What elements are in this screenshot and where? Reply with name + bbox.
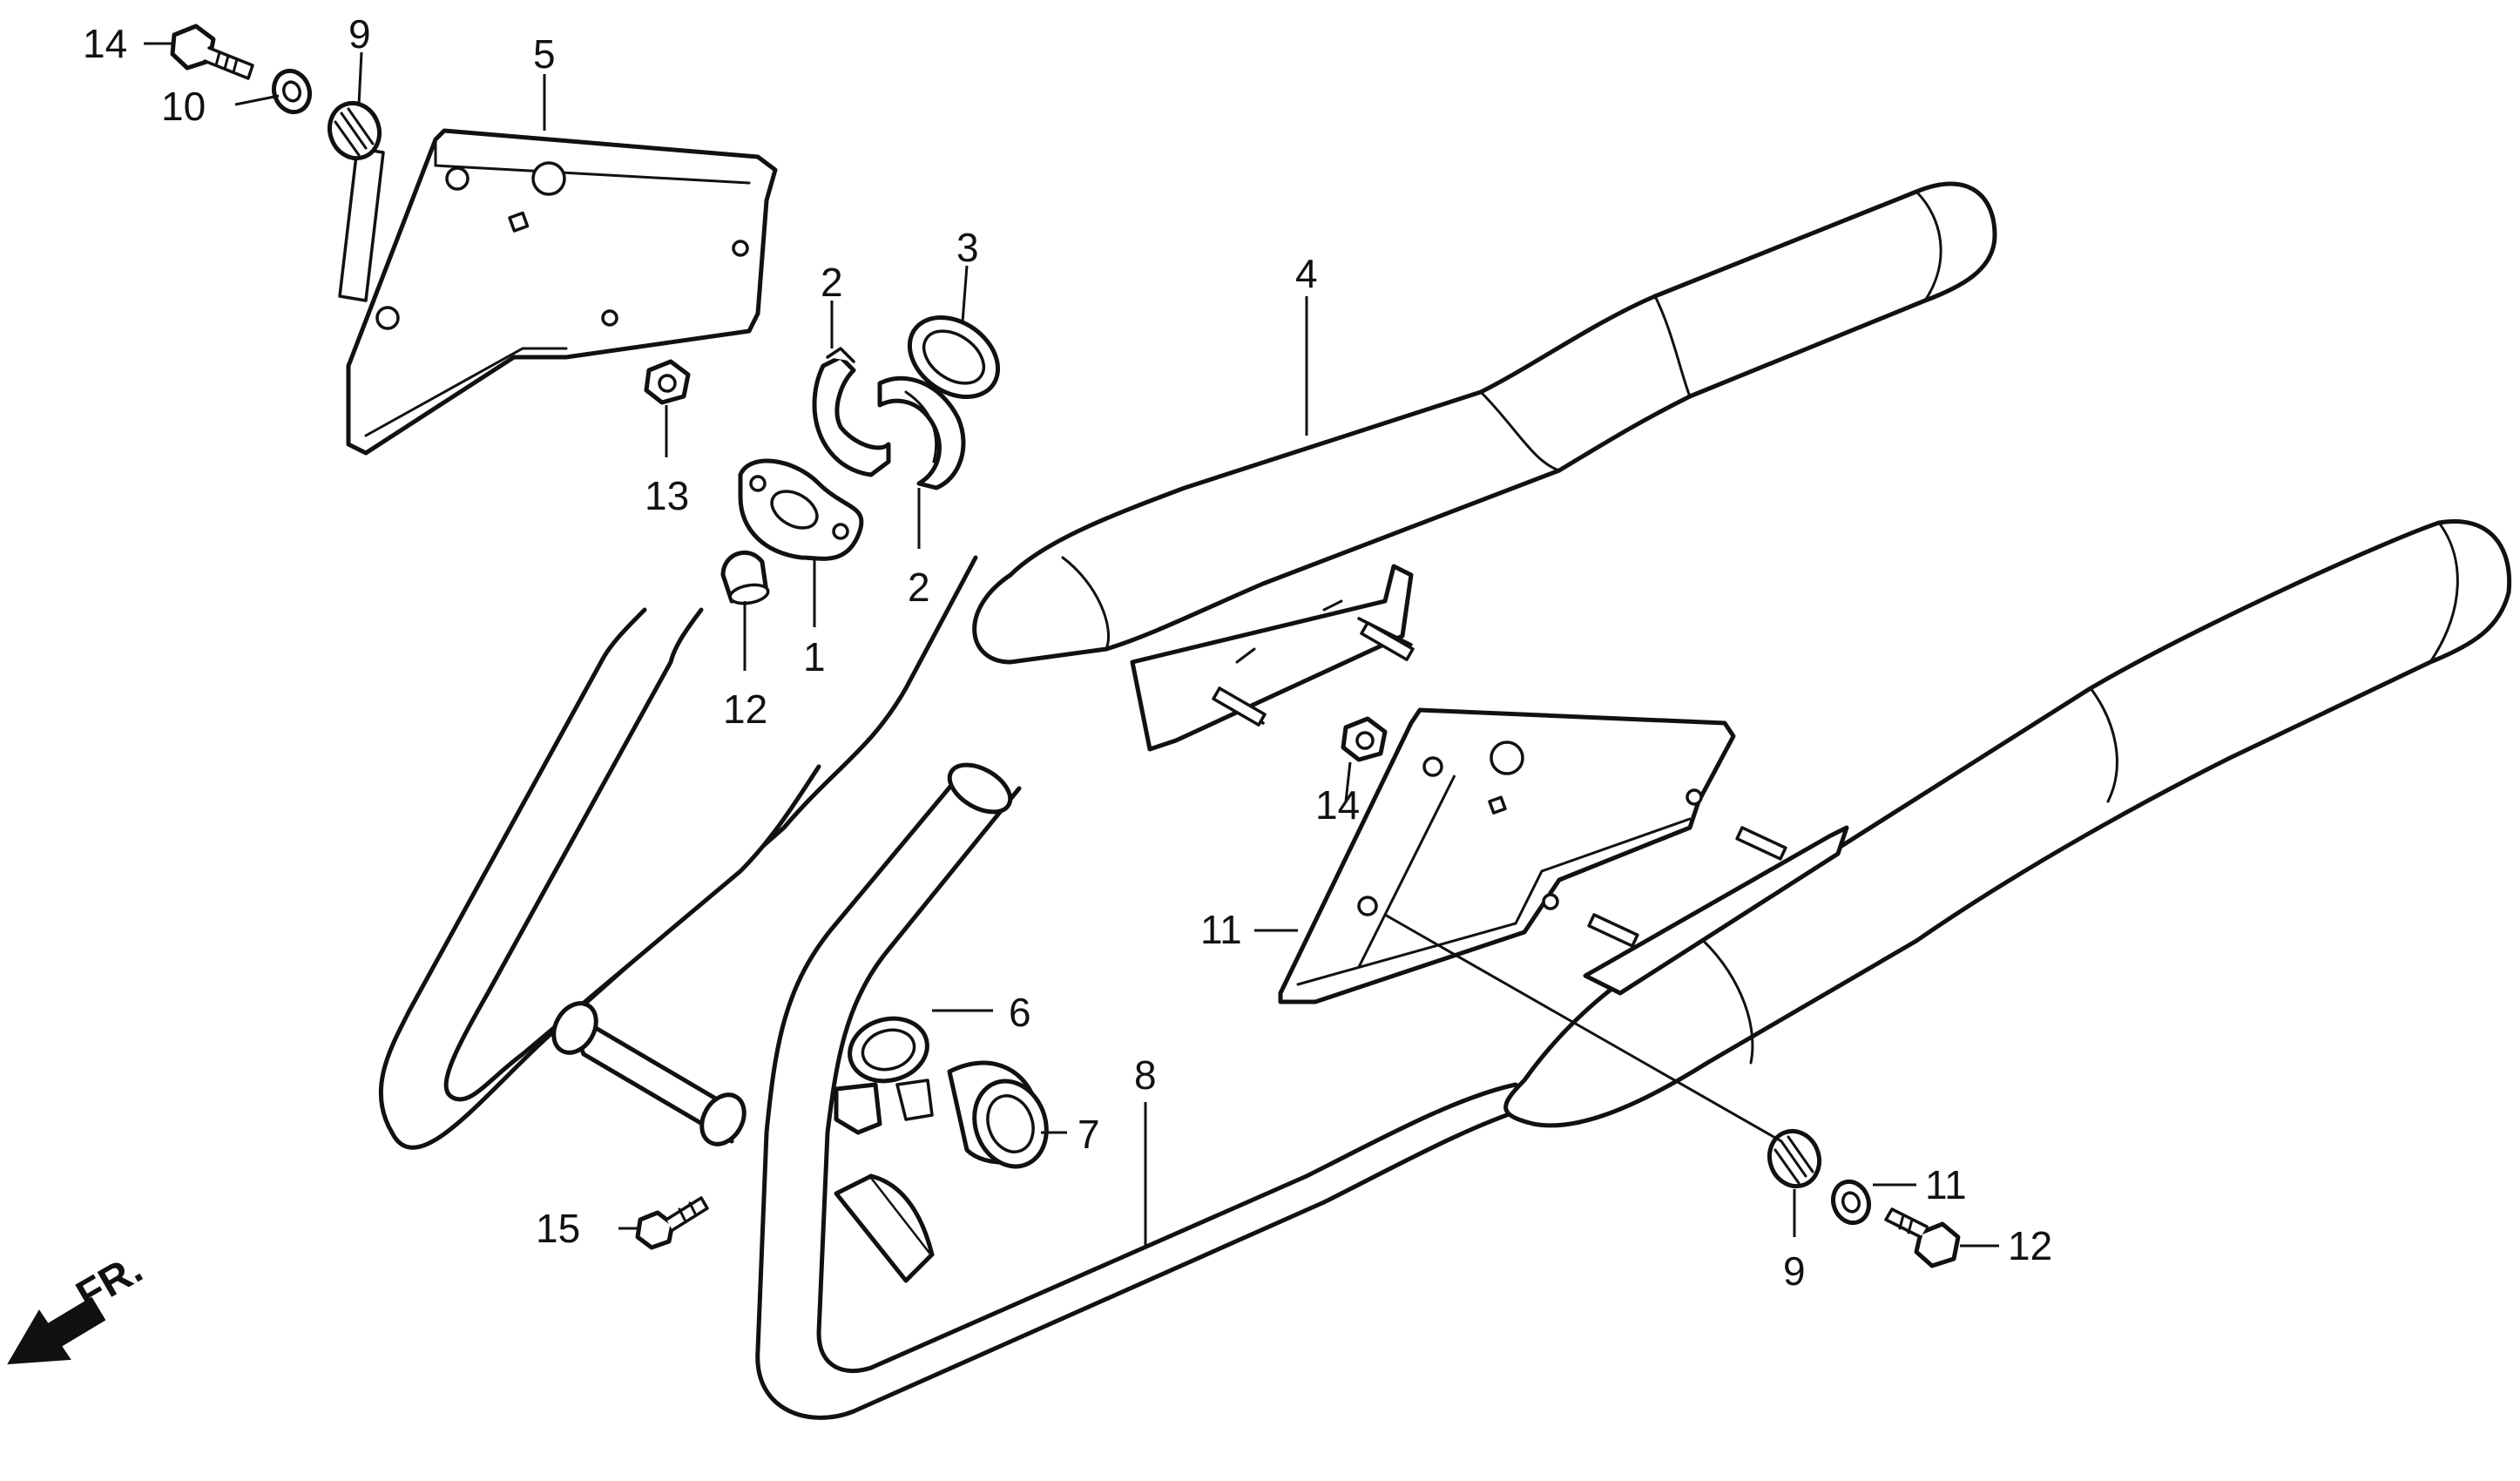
callout-12-lower: 12 [2008,1223,2052,1268]
upper-muffler [378,181,1997,1150]
callout-10-upper: 10 [161,84,206,129]
front-direction-arrow-icon [7,1296,106,1365]
callout-14-lower: 14 [1315,782,1360,828]
clamp-part-6 [834,1016,934,1135]
sleeve-part-7 [947,1060,1049,1169]
callout-8: 8 [1134,1052,1157,1098]
bolt-part-12-upper [170,24,254,80]
callout-2-upper: 2 [821,260,843,305]
nut-part-14-lower [1341,716,1388,762]
front-direction-marker: FR. [7,1246,150,1365]
bolt-part-12-lower [1884,1207,1961,1268]
leader-lines [144,42,1999,1248]
upper-heat-shield [338,128,778,456]
split-collar-part-2b [877,375,966,490]
split-collar-part-2 [812,347,891,477]
callout-14-upper: 13 [645,473,689,518]
callout-2-lower: 2 [908,565,930,610]
callout-9-lower: 9 [1783,1248,1806,1294]
callout-4: 4 [1295,251,1318,296]
gasket-ring-part-3 [907,315,1001,399]
exhaust-flange-part-1 [738,458,864,561]
callout-7: 7 [1078,1112,1100,1157]
callout-11: 11 [1200,907,1242,952]
callout-5: 5 [533,31,556,77]
grommet-part-9-lower [1767,1128,1821,1189]
callout-15: 15 [536,1206,580,1251]
lower-muffler [551,519,2512,1420]
lower-heat-shield [1278,707,1736,1004]
callout-10-lower: 11 [1925,1162,1967,1207]
collar-part-10-upper [271,68,313,115]
callout-labels: 14 10 9 5 2 3 4 13 2 1 12 14 11 6 7 8 15… [83,11,2052,1294]
nut-part-14-upper [644,359,691,405]
callout-13: 12 [723,686,767,732]
callout-12-upper: 14 [83,21,127,66]
callout-6: 6 [1009,990,1031,1035]
cap-nut-part-13 [720,550,770,605]
grommet-part-9-upper [328,100,382,161]
callout-1: 1 [803,634,826,680]
callout-3: 3 [956,225,979,270]
collar-part-10-lower [1830,1179,1872,1226]
callout-9-upper: 9 [348,11,371,57]
bolt-part-15 [635,1196,709,1250]
